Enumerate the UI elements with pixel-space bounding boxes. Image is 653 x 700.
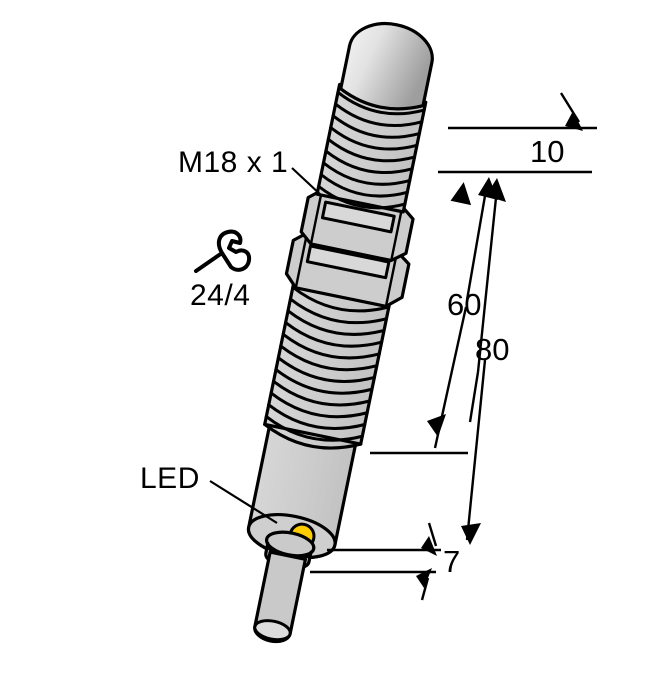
led-leader (209, 480, 278, 524)
dimension-7-value: 7 (443, 544, 460, 579)
dimension-7: 7 (310, 522, 460, 601)
dimension-60: 60 (370, 177, 498, 455)
dimension-80: 80 (461, 178, 509, 545)
dimension-10: 10 (438, 92, 597, 174)
wrench-icon (194, 229, 252, 273)
sensing-face-cap (339, 22, 434, 111)
dimension-10-value: 10 (530, 134, 564, 169)
cable-end (253, 619, 292, 642)
sensor-upper-thread (315, 82, 428, 214)
sensor-rear-barrel (246, 417, 359, 644)
sensor-body (246, 22, 434, 644)
led-label: LED (140, 462, 200, 495)
thread-spec-leader (291, 167, 323, 197)
wrench-size-label: 24/4 (190, 279, 250, 312)
dimension-60-value: 60 (447, 287, 481, 322)
thread-spec-label: M18 x 1 (178, 146, 288, 179)
dimension-80-value: 80 (475, 332, 509, 367)
sensor-lower-thread (263, 277, 393, 450)
